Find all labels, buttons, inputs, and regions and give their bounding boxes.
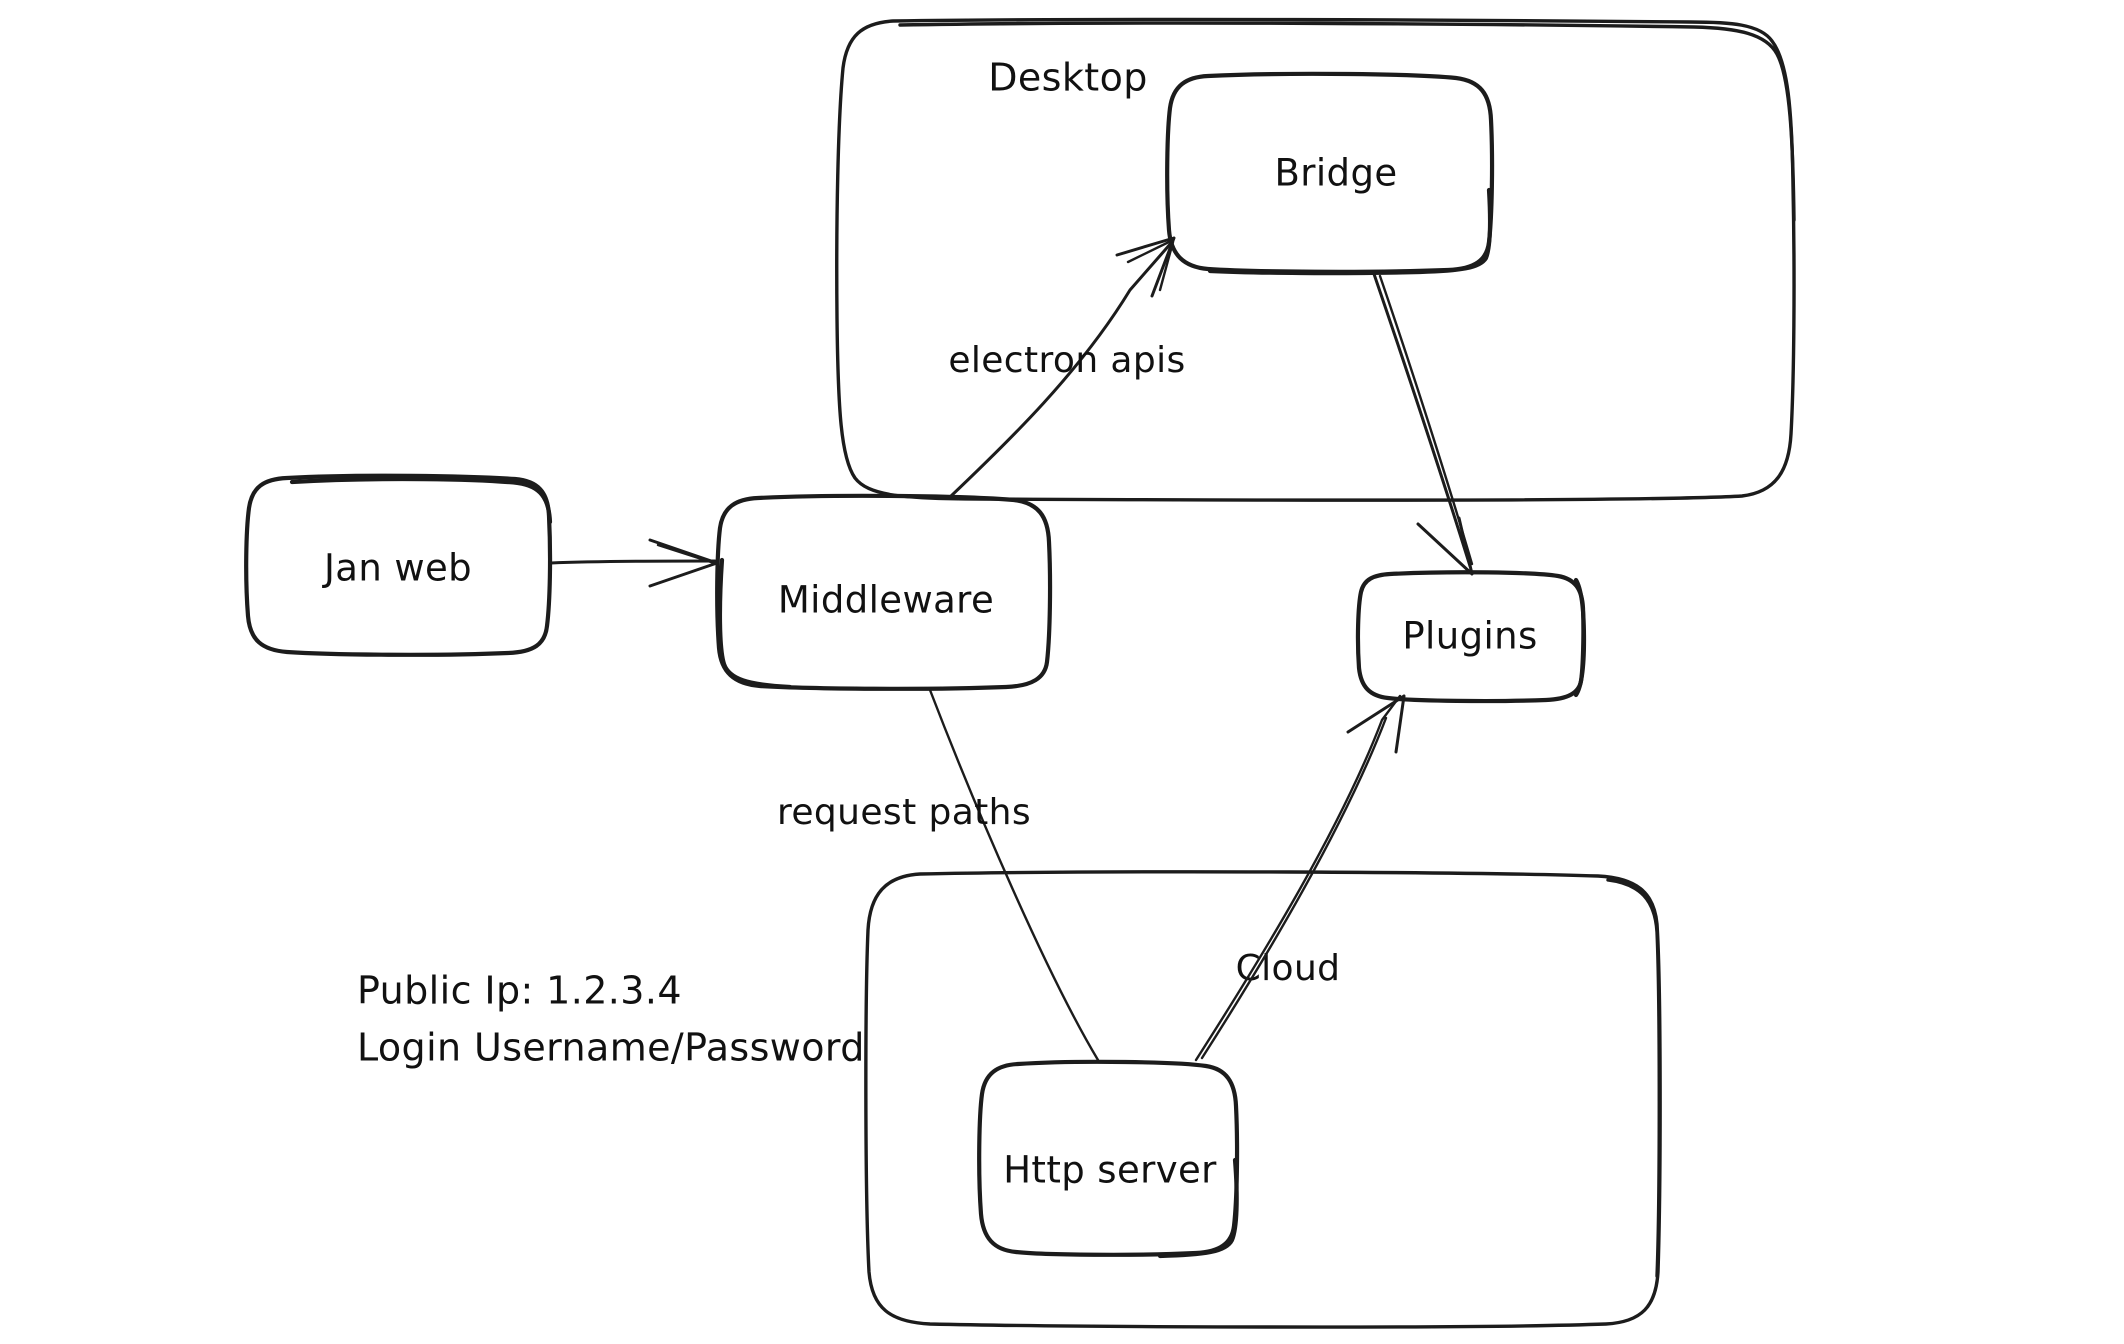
node-jan-web-label: Jan web	[322, 547, 472, 590]
edge-middleware-to-bridge-label: electron apis	[948, 340, 1185, 381]
group-cloud-label: Cloud	[1236, 948, 1341, 989]
node-plugins-label: Plugins	[1402, 615, 1537, 658]
edge-middleware-to-bridge-arrowhead-overdraw	[1126, 238, 1175, 292]
group-desktop-outline	[835, 17, 1796, 502]
edge-http-server-to-plugins-line	[1194, 694, 1402, 1062]
edge-middleware-to-bridge[interactable]: electron apis	[948, 236, 1185, 499]
node-plugins-outline-overdraw	[1573, 577, 1587, 698]
public-ip-note-line-1: Public Ip: 1.2.3.4	[357, 969, 682, 1013]
public-ip-note-line-2: Login Username/Password	[357, 1026, 865, 1070]
node-http-server[interactable]: Http server	[977, 1059, 1240, 1259]
group-cloud-outline	[864, 870, 1662, 1329]
group-cloud-outline-overdraw	[1606, 878, 1661, 1278]
group-cloud[interactable]: Cloud	[864, 870, 1662, 1329]
node-jan-web-outline-overdraw	[289, 476, 553, 525]
edge-http-server-to-plugins[interactable]	[1194, 694, 1406, 1062]
edge-http-server-to-plugins-arrowhead	[1346, 694, 1406, 754]
edge-jan-web-to-middleware-line	[549, 559, 717, 565]
public-ip-note: Public Ip: 1.2.3.4 Login Username/Passwo…	[357, 969, 865, 1070]
edge-jan-web-to-middleware-arrowhead-overdraw	[656, 543, 716, 565]
group-desktop-outline-overdraw	[898, 21, 1796, 222]
edge-middleware-to-bridge-line	[948, 240, 1174, 499]
group-desktop[interactable]: Desktop	[835, 17, 1796, 502]
node-middleware[interactable]: Middleware	[715, 493, 1053, 691]
node-middleware-outline-overdraw	[717, 557, 793, 690]
node-middleware-outline	[715, 493, 1053, 691]
edge-http-server-to-plugins-line-overdraw	[1200, 716, 1388, 1060]
edge-bridge-to-plugins-line	[1372, 272, 1472, 568]
edge-middleware-to-http-server[interactable]: request paths	[777, 688, 1100, 1062]
edge-jan-web-to-middleware[interactable]	[549, 538, 719, 588]
node-http-server-outline-overdraw	[1157, 1157, 1239, 1259]
node-plugins[interactable]: Plugins	[1355, 570, 1587, 704]
edge-bridge-to-plugins[interactable]	[1372, 272, 1474, 576]
node-bridge-label: Bridge	[1274, 152, 1397, 195]
node-http-server-label: Http server	[1003, 1149, 1217, 1192]
node-jan-web-outline	[244, 473, 553, 657]
node-jan-web[interactable]: Jan web	[244, 473, 553, 657]
edge-bridge-to-plugins-arrowhead	[1416, 516, 1474, 576]
node-middleware-label: Middleware	[778, 579, 994, 622]
node-bridge[interactable]: Bridge	[1165, 71, 1495, 276]
group-desktop-label: Desktop	[988, 56, 1148, 100]
edge-middleware-to-http-server-line	[928, 688, 1100, 1062]
edge-middleware-to-http-server-label: request paths	[777, 792, 1031, 833]
node-bridge-outline-overdraw	[1207, 187, 1493, 276]
node-plugins-outline	[1355, 570, 1586, 704]
